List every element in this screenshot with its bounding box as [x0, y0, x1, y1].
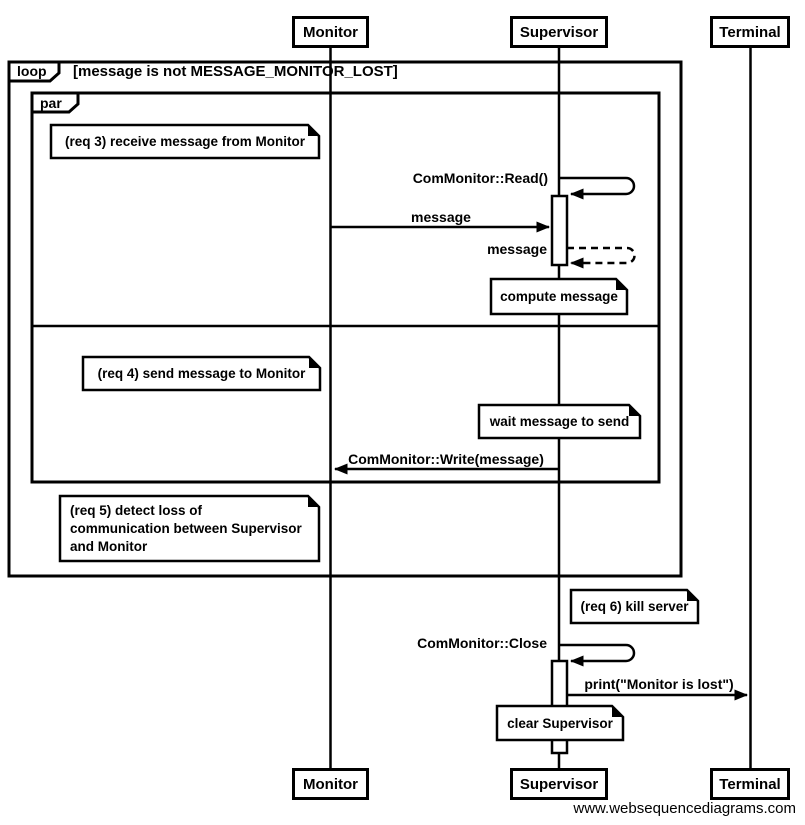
note-shape-req6 — [569, 588, 700, 625]
par-frame-label: par — [40, 95, 62, 111]
note-shape-wait — [477, 403, 642, 440]
arrow-self-close — [559, 643, 636, 667]
activation-bar-read — [550, 194, 569, 267]
note-shape-clear — [495, 704, 625, 742]
message-label-read: ComMonitor::Read() — [412, 170, 548, 186]
note-shape-compute — [489, 277, 629, 316]
message-label-close: ComMonitor::Close — [417, 635, 547, 651]
note-wait-message: wait message to send — [489, 414, 630, 429]
arrow-self-message-return — [567, 246, 636, 269]
note-req4: (req 4) send message to Monitor — [97, 366, 306, 381]
note-req5-line3: and Monitor — [70, 539, 148, 554]
message-label-write: ComMonitor::Write(message) — [348, 451, 544, 467]
loop-frame — [7, 60, 683, 578]
actor-box-terminal-top: Terminal — [710, 16, 790, 48]
loop-frame-tab — [7, 60, 61, 83]
note-shape-req5 — [58, 494, 321, 563]
arrow-self-read — [559, 176, 636, 200]
loop-frame-label: loop — [17, 63, 47, 79]
message-label-message-return: message — [487, 241, 547, 257]
actor-box-supervisor-top: Supervisor — [510, 16, 608, 48]
note-clear-supervisor: clear Supervisor — [507, 715, 613, 731]
note-shape-req4 — [81, 355, 322, 392]
note-req5-line2: communication between Supervisor — [70, 521, 302, 536]
note-req6: (req 6) kill server — [580, 599, 689, 614]
actor-box-monitor-bottom: Monitor — [292, 768, 369, 800]
note-shape-req3 — [49, 123, 321, 160]
watermark-websequencediagrams: www.websequencediagrams.com — [573, 800, 796, 817]
note-req5: (req 5) detect loss of communication bet… — [60, 496, 319, 561]
message-label-message-in: message — [411, 209, 471, 225]
loop-guard-condition: [message is not MESSAGE_MONITOR_LOST] — [73, 63, 398, 80]
par-frame-tab — [30, 91, 80, 114]
note-compute-message: compute message — [500, 289, 618, 304]
note-req3: (req 3) receive message from Monitor — [64, 134, 306, 149]
actor-box-terminal-bottom: Terminal — [710, 768, 790, 800]
actor-box-supervisor-bottom: Supervisor — [510, 768, 608, 800]
par-frame — [30, 91, 661, 484]
actor-box-monitor-top: Monitor — [292, 16, 369, 48]
note-req5-line1: (req 5) detect loss of — [70, 503, 203, 518]
message-label-print: print("Monitor is lost") — [584, 676, 734, 692]
